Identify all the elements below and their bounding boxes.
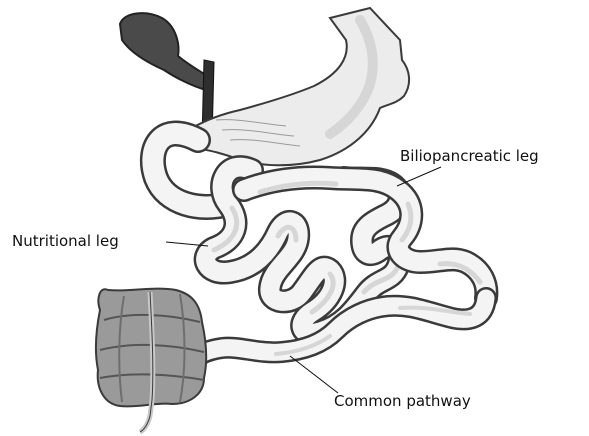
gallbladder: [120, 13, 210, 90]
label-common-pathway: Common pathway: [334, 392, 471, 410]
label-biliopancreatic-leg: Biliopancreatic leg: [400, 147, 539, 165]
leader-biliopancreatic: [397, 167, 441, 186]
sleeve-stomach: [192, 8, 409, 165]
leader-common: [290, 356, 338, 393]
label-nutritional-leg: Nutritional leg: [12, 232, 119, 250]
colon: [96, 289, 206, 432]
